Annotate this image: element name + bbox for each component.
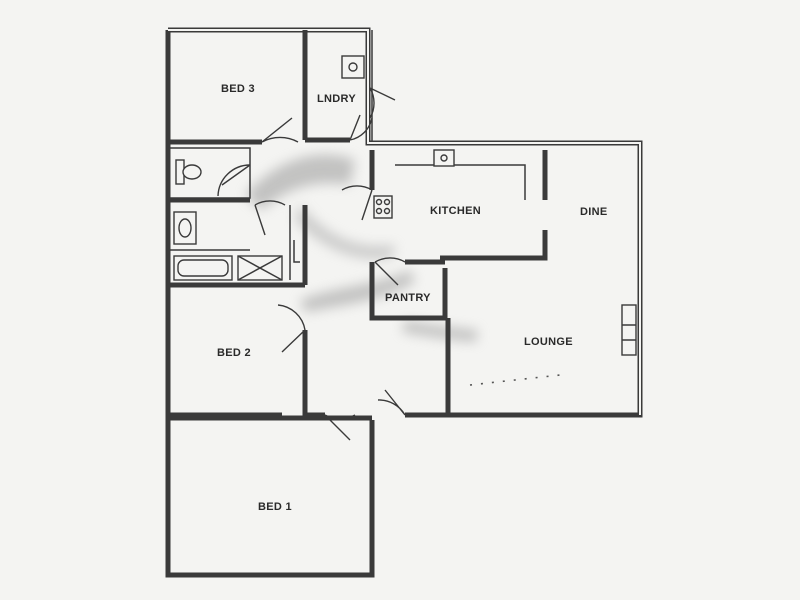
pantry-door[interactable]: [374, 257, 406, 286]
hall-door-top[interactable]: [349, 114, 373, 141]
room-label-laundry: LNDRY: [317, 93, 356, 105]
room-label-bed2: BED 2: [217, 347, 251, 359]
stove-icon: [373, 195, 393, 219]
heater-icon: [621, 304, 637, 356]
laundry-door[interactable]: [369, 87, 396, 119]
entry-door[interactable]: [377, 389, 406, 416]
room-label-bed1: BED 1: [258, 501, 292, 513]
room-labels: BED 3 LNDRY KITCHEN DINE PANTRY LOUNGE B…: [217, 83, 607, 513]
bed3-door[interactable]: [261, 117, 299, 143]
outer-walls: [165, 27, 643, 578]
fixtures: [173, 55, 637, 386]
bed2-door[interactable]: [277, 304, 306, 353]
interior-walls: [168, 30, 548, 421]
bath-door[interactable]: [254, 200, 286, 236]
doors: [217, 87, 406, 441]
room-label-lounge: LOUNGE: [524, 336, 573, 348]
kitchen-entry-door[interactable]: [341, 185, 373, 221]
bed1-door[interactable]: [324, 414, 356, 441]
scan-smudges: [245, 154, 478, 342]
room-label-kitchen: KITCHEN: [430, 205, 481, 217]
room-label-pantry: PANTRY: [385, 292, 431, 304]
room-label-bed3: BED 3: [221, 83, 255, 95]
floor-change-line: [469, 374, 561, 386]
room-label-dine: DINE: [580, 206, 607, 218]
toilet-door[interactable]: [217, 164, 251, 197]
